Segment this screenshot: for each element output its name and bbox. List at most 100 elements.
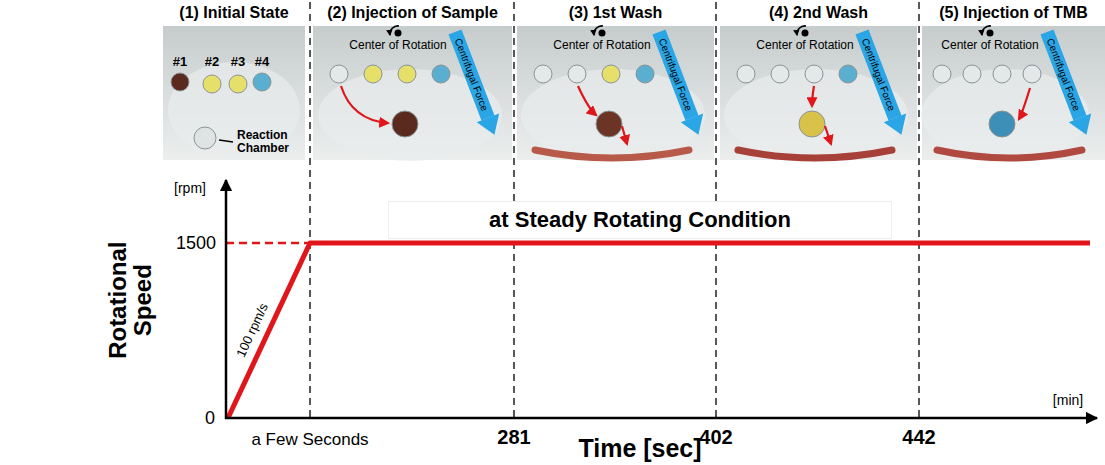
photo-panel: (5) Injection of TMBCenter of RotationCe… [922,26,1105,160]
chamber-number: #3 [231,55,245,70]
rotation-arrow [797,26,806,35]
annotation: Centrifugal Force [859,37,897,113]
reaction-chamber [194,127,216,149]
photo-initial [163,26,305,160]
waste-channel [535,150,689,158]
photo-wash-2 [720,26,917,161]
force-arrow [851,28,913,139]
force-arrow-head [1069,114,1098,139]
chamber [993,65,1011,83]
panel-title: (4) 2nd Wash [769,4,868,22]
rotation-arrow [390,26,399,35]
rotation-arrow [594,26,603,35]
photo-panel: (1) Initial State#1#2#3#4Reaction Chambe… [163,26,305,160]
annotation: Centrifugal Force [1044,37,1082,113]
axis-title: Time [sec] [578,435,701,463]
photo-panel: (4) 2nd WashCenter of RotationCentrifuga… [720,26,917,160]
photo-ground [517,26,714,160]
chamber [364,65,382,83]
chamber [602,65,620,83]
chamber [534,65,552,83]
panel-title: (3) 1st Wash [569,4,663,22]
annotation: Centrifugal Force [452,37,490,113]
chamber [432,65,450,83]
chamber [933,65,951,83]
annotation: Centrifugal Force [656,37,694,113]
force-arrow-head [477,114,506,139]
force-arrow-head [884,114,913,139]
tick-label: 442 [902,426,935,449]
waste-channel [937,150,1082,158]
axis-title: Rotational Speed [105,225,155,375]
force-arrow [648,28,710,139]
y-axis [225,180,228,419]
force-arrow-shaft [448,29,494,120]
annotation: Center of Rotation [756,39,853,53]
photo-tmb [921,26,1105,161]
force-arrow-shaft [652,29,698,120]
annotation: Center of Rotation [349,39,446,53]
photo-ground [720,26,917,160]
chamber [203,75,221,93]
photo-panel: (3) 1st WashCenter of RotationCentrifuga… [517,26,714,160]
speed-profile [228,243,1090,418]
annotation: Center of Rotation [941,39,1038,53]
chamber [398,65,416,83]
force-arrow [444,28,506,139]
flow-arrow [1019,88,1030,119]
chamber [805,65,823,83]
flow-arrow [825,126,831,144]
leader-line [219,140,233,142]
x-axis [225,417,1097,420]
panel-title: (5) Injection of TMB [939,4,1087,22]
rotation-center [802,30,809,37]
chamber [568,65,586,83]
divider-line [918,2,920,418]
reaction-chamber [596,111,622,137]
reaction-chamber [799,111,825,137]
chamber-number: #4 [255,55,269,70]
axis-unit: [rpm] [174,180,206,196]
chamber [963,65,981,83]
photo-ground [313,26,512,160]
flow-arrow [812,86,814,106]
photo-ground [163,26,305,160]
flow-arrow [622,126,627,144]
axis-unit: [min] [1053,392,1083,408]
tick-label: 402 [699,426,732,449]
force-arrow-shaft [855,29,901,120]
chamber [229,75,247,93]
chamber-number: #1 [173,55,187,70]
flow-arrow [578,86,596,115]
force-arrow [1036,28,1098,139]
rotation-center [599,30,606,37]
rotation-center [987,30,994,37]
chamber [839,65,857,83]
waste-channel [738,150,892,158]
chamber-number: #2 [205,55,219,70]
rotation-center [395,30,402,37]
reaction-chamber [392,111,418,137]
chamber [253,73,271,91]
annotation: Center of Rotation [553,39,650,53]
chamber [1023,65,1041,83]
panel-title: (2) Injection of Sample [327,4,498,22]
photo-sample [313,26,512,161]
chamber [771,65,789,83]
photo-panel: (2) Injection of SampleCenter of Rotatio… [313,26,512,160]
chamber [171,73,189,91]
tick-label: 0 [205,408,215,429]
tick-label: a Few Seconds [251,430,368,450]
chip-disc [168,62,300,158]
reaction-chamber [989,111,1015,137]
chamber [330,65,348,83]
chamber [737,65,755,83]
photo-ground [922,26,1105,160]
flow-arrow [341,86,388,123]
slope-label: 100 rpm/s [234,301,272,360]
tick-label: 1500 [176,233,216,254]
phase-dividers [310,2,919,418]
divider-line [309,2,311,418]
force-arrow-head [681,114,710,139]
